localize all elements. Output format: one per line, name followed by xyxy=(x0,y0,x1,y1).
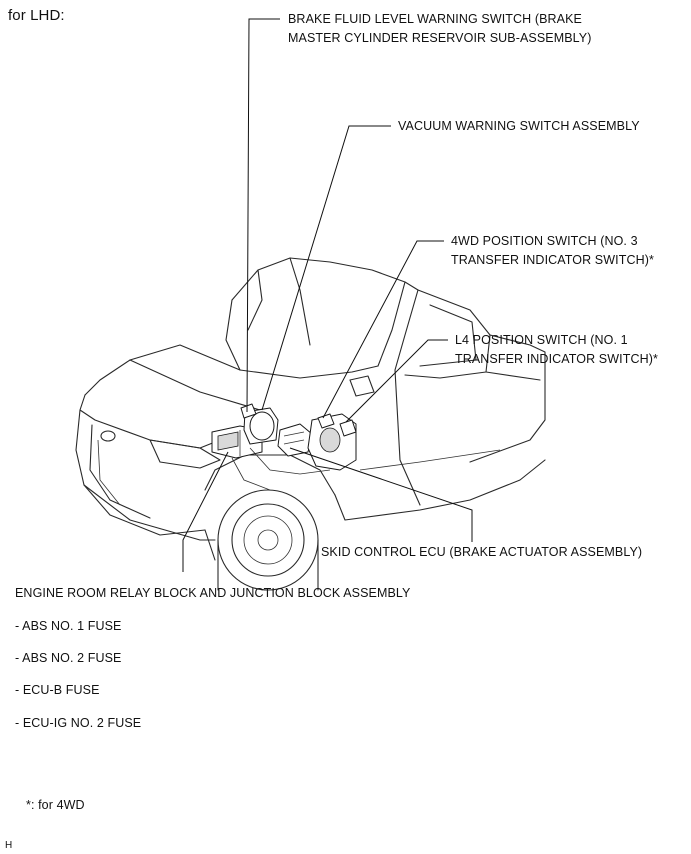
corner-mark: H xyxy=(5,840,13,851)
label-engine-room-relay-block: ENGINE ROOM RELAY BLOCK AND JUNCTION BLO… xyxy=(15,586,411,600)
fuse-item: - ABS NO. 2 FUSE xyxy=(15,651,122,665)
leader-lines xyxy=(182,18,473,572)
label-skid-control-ecu: SKID CONTROL ECU (BRAKE ACTUATOR ASSEMBL… xyxy=(321,545,643,559)
leader-vacuum-switch xyxy=(261,125,391,411)
vehicle-body xyxy=(75,257,546,591)
footnote: *: for 4WD xyxy=(26,798,85,812)
leader-relay-block xyxy=(182,451,229,572)
leader-skid-control-ecu xyxy=(289,447,473,542)
engine-room-components xyxy=(211,403,357,491)
label-brake-fluid-switch-line2: MASTER CYLINDER RESERVOIR SUB-ASSEMBLY) xyxy=(288,31,592,45)
fuse-item: - ECU-IG NO. 2 FUSE xyxy=(15,716,142,730)
label-4wd-switch-line2: TRANSFER INDICATOR SWITCH)* xyxy=(451,253,654,267)
fuse-item: - ABS NO. 1 FUSE xyxy=(15,619,122,633)
label-brake-fluid-switch-line1: BRAKE FLUID LEVEL WARNING SWITCH (BRAKE xyxy=(288,12,582,26)
page-heading: for LHD: xyxy=(8,7,65,24)
leader-4wd-switch xyxy=(322,240,444,419)
label-4wd-switch-line1: 4WD POSITION SWITCH (NO. 3 xyxy=(451,234,638,248)
fuse-item: - ECU-B FUSE xyxy=(15,683,100,697)
label-vacuum-switch: VACUUM WARNING SWITCH ASSEMBLY xyxy=(398,119,640,133)
label-l4-switch-line2: TRANSFER INDICATOR SWITCH)* xyxy=(455,352,658,366)
label-l4-switch-line1: L4 POSITION SWITCH (NO. 1 xyxy=(455,333,628,347)
leader-brake-fluid-switch xyxy=(246,18,280,413)
leader-l4-switch xyxy=(345,339,448,423)
